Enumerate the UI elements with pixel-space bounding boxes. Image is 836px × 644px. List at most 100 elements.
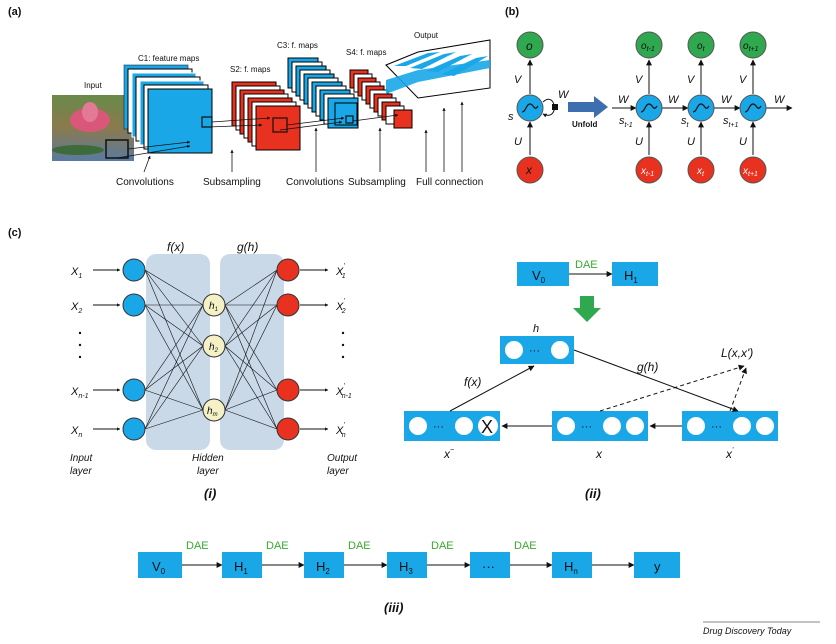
dae-h1-label: H1 bbox=[624, 268, 638, 285]
ae-input-xn1: Xn-1 bbox=[70, 386, 89, 400]
cnn-stage-convolutions-2: Convolutions bbox=[286, 177, 344, 188]
rnn-unfolded-nodes bbox=[635, 31, 767, 184]
ae-input-x1: X1 bbox=[70, 266, 82, 280]
ae-input-nodes bbox=[122, 258, 146, 441]
cnn-c3-label: C3: f. maps bbox=[277, 41, 318, 50]
ae-encoder-edge bbox=[144, 389, 204, 411]
cnn-s2-maps bbox=[231, 81, 301, 151]
ae-encoder-edge bbox=[144, 304, 204, 411]
rnn-V-label: V bbox=[514, 74, 523, 86]
stack-box-label: Hn bbox=[564, 559, 578, 576]
stack-box-label: y bbox=[654, 559, 661, 574]
stack-dae-label: DAE bbox=[348, 540, 371, 552]
dae-v0-label: V0 bbox=[532, 268, 546, 285]
ae-decoder-edge bbox=[224, 345, 278, 391]
ae-encoder-edge bbox=[144, 304, 204, 391]
ae-encoder-edge bbox=[144, 304, 204, 430]
rnn-v-2: V bbox=[739, 74, 748, 86]
dae-caption: (ii) bbox=[585, 486, 601, 501]
cnn-s4-label: S4: f. maps bbox=[346, 48, 386, 57]
stack-box-label: H2 bbox=[316, 559, 330, 576]
dae-x-prime: x' bbox=[725, 447, 734, 461]
dae-down-arrow bbox=[573, 296, 601, 322]
rnn-s-tp1: st+1 bbox=[723, 115, 739, 129]
rnn-hidden-node bbox=[516, 94, 544, 122]
ae-gh-label: g(h) bbox=[237, 240, 258, 254]
ae-input-arrows bbox=[93, 268, 329, 431]
rnn-o-tm1: ot-1 bbox=[641, 41, 655, 53]
ae-decoder-edge bbox=[224, 304, 278, 391]
footer-source: Drug Discovery Today bbox=[703, 626, 792, 636]
cnn-output-layer bbox=[385, 39, 491, 99]
dae-output-box bbox=[682, 411, 778, 441]
dae-corrupted-dots: ··· bbox=[433, 421, 444, 433]
ae-encoder-edge bbox=[144, 345, 204, 430]
rnn-o-tp1: ot+1 bbox=[743, 41, 759, 53]
ae-decoder-edge bbox=[224, 269, 278, 411]
rnn-unfolded-edges bbox=[612, 59, 793, 155]
stack-dae-label: DAE bbox=[431, 540, 454, 552]
dae-edges bbox=[449, 349, 747, 429]
cnn-input-image bbox=[52, 95, 134, 161]
rnn-v-1: V bbox=[687, 74, 696, 86]
ae-decoder-edge bbox=[224, 269, 278, 306]
cnn-c1-label: C1: feature maps bbox=[138, 54, 199, 63]
dae-x-tilde: x~ bbox=[443, 447, 454, 461]
cnn-s2-label: S2: f. maps bbox=[230, 65, 270, 74]
ae-encoder-edge bbox=[144, 345, 204, 391]
ae-decoder-edge bbox=[224, 304, 278, 347]
ae-encoder-edge bbox=[144, 409, 204, 430]
panel-label-c: (c) bbox=[8, 227, 22, 239]
stack-box bbox=[138, 552, 182, 578]
panel-label-b: (b) bbox=[505, 6, 519, 18]
dae-input-dots: ··· bbox=[581, 421, 592, 433]
cnn-stage-arrows bbox=[143, 101, 464, 173]
ae-encoder-edge bbox=[144, 304, 204, 347]
ae-encoder-panel bbox=[146, 254, 210, 450]
stack-dae-label: DAE bbox=[514, 540, 537, 552]
dae-corrupted-x: X bbox=[481, 417, 493, 437]
dae-hidden-dots: ··· bbox=[529, 345, 540, 357]
ae-decoder-edge bbox=[224, 345, 278, 430]
ae-ellipsis-dots bbox=[78, 331, 345, 359]
ae-hidden-layer-1: Hidden bbox=[192, 453, 224, 464]
dae-x: x bbox=[595, 447, 603, 461]
ae-output-xn1: X'n-1 bbox=[335, 383, 352, 400]
dae-top-label: DAE bbox=[575, 259, 598, 271]
dae-loss-label: L(x,x') bbox=[721, 346, 753, 360]
ae-decoder-edge bbox=[224, 269, 278, 347]
ae-decoder-panel bbox=[220, 254, 284, 450]
rnn-s-t: st bbox=[681, 115, 690, 129]
dae-v0-box bbox=[517, 262, 569, 286]
ae-hidden-nodes bbox=[202, 293, 226, 422]
ae-hidden-hm: hm bbox=[207, 406, 218, 418]
ae-output-x1: X'1 bbox=[335, 263, 346, 280]
ae-input-x2: X2 bbox=[70, 301, 82, 315]
stack-box bbox=[222, 552, 262, 578]
ae-hidden-h1: h1 bbox=[209, 301, 218, 313]
cnn-c3-maps bbox=[287, 57, 359, 129]
stack-box bbox=[387, 552, 427, 578]
cnn-input-label: Input bbox=[84, 81, 103, 90]
ae-encoder-edge bbox=[144, 269, 204, 347]
rnn-s-tm1: st-1 bbox=[619, 115, 633, 129]
rnn-W-label: W bbox=[558, 89, 570, 101]
ae-input-layer-2: layer bbox=[70, 466, 92, 477]
dae-gh-label: g(h) bbox=[637, 360, 658, 374]
panel-label-a: (a) bbox=[8, 6, 22, 18]
cnn-c1-maps bbox=[123, 64, 213, 154]
ae-output-x2: X'2 bbox=[335, 298, 346, 315]
cnn-stage-subsampling-2: Subsampling bbox=[348, 177, 406, 188]
rnn-x-tp1: xt+1 bbox=[742, 166, 758, 178]
rnn-input-node bbox=[516, 156, 544, 184]
ae-fx-label: f(x) bbox=[167, 240, 184, 254]
ae-decoder-edge bbox=[224, 389, 278, 411]
ae-hidden-layer-2: layer bbox=[197, 466, 219, 477]
dae-hidden-box bbox=[500, 336, 574, 364]
stack-box-label: V0 bbox=[152, 559, 166, 576]
stack-box bbox=[304, 552, 344, 578]
cnn-output-label: Output bbox=[414, 31, 439, 40]
rnn-x-label: x bbox=[525, 163, 533, 177]
